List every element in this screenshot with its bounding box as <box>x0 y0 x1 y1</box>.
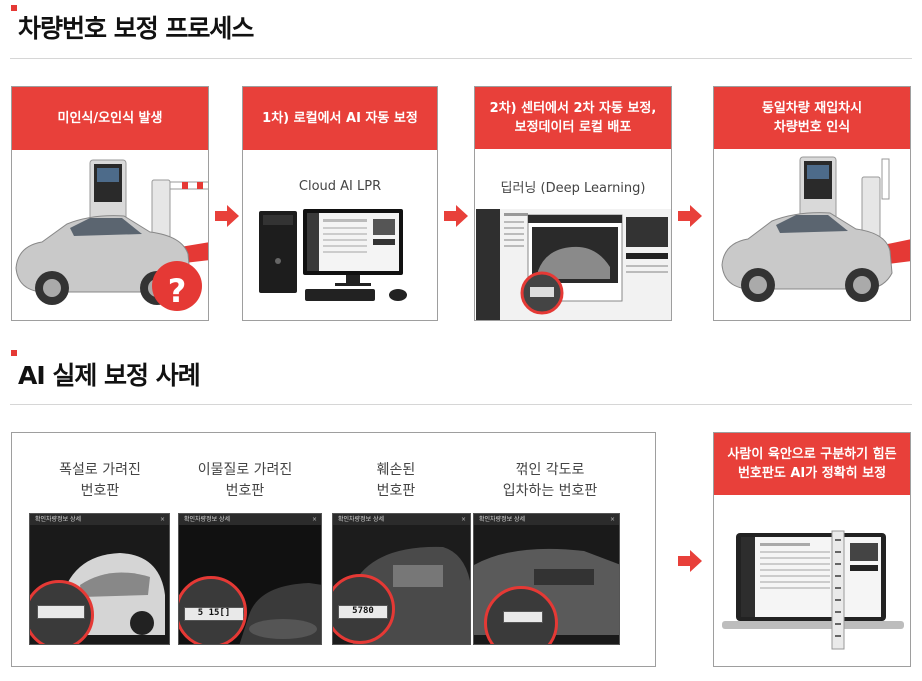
example-label-angle: 꺾인 각도로 입차하는 번호판 <box>475 460 625 502</box>
desktop-computer-illustration <box>259 209 407 301</box>
step-label: 1차) 로컬에서 AI 자동 보정 <box>262 111 418 126</box>
step-label: 2차) 센터에서 2차 자동 보정, <box>489 101 657 116</box>
window-titlebar: 확인차량정보 상세 × <box>179 514 321 525</box>
step-card-1: 미인식/오인식 발생 ? <box>11 86 209 321</box>
section-title-process: 차량번호 보정 프로세스 <box>18 14 254 43</box>
license-plate <box>503 611 543 623</box>
close-icon: × <box>159 516 165 523</box>
example-screenshot-damaged: 확인차량정보 상세 × 5780 <box>332 513 471 645</box>
step-card-4-header: 동일차량 재입차시 차량번호 인식 <box>714 87 910 149</box>
label-line: 번호판 <box>376 483 416 499</box>
laptop-result-illustration <box>722 530 904 650</box>
license-plate: 5780 <box>338 605 388 619</box>
example-label-snow: 폭설로 가려진 번호판 <box>30 460 170 502</box>
result-label: 사람이 육안으로 구분하기 힘든 <box>727 447 897 462</box>
software-screen-illustration <box>476 209 671 320</box>
deep-learning-label: 딥러닝 (Deep Learning) <box>500 181 646 196</box>
window-titlebar: 확인차량정보 상세 × <box>474 514 619 525</box>
car-reentry-illustration <box>721 156 910 302</box>
section-marker <box>11 5 17 11</box>
label-line: 번호판 <box>80 483 120 499</box>
step-label: 보정데이터 로컬 배포 <box>514 120 632 135</box>
arrow-right-icon <box>215 205 239 227</box>
window-title: 확인차량정보 상세 <box>184 516 231 523</box>
step-label: 차량번호 인식 <box>773 120 851 135</box>
parking-gate-car-illustration <box>15 159 208 311</box>
window-titlebar: 확인차량정보 상세 × <box>333 514 470 525</box>
step-card-2: 1차) 로컬에서 AI 자동 보정 Cloud AI LPR <box>242 86 438 321</box>
section-title-cases: AI 실제 보정 사례 <box>18 361 201 390</box>
example-screenshot-debris: 확인차량정보 상세 × 5 15[] <box>178 513 322 645</box>
step-card-3: 2차) 센터에서 2차 자동 보정, 보정데이터 로컬 배포 딥러닝 (Deep… <box>474 86 672 321</box>
section-marker <box>11 350 17 356</box>
close-icon: × <box>609 516 615 523</box>
example-label-debris: 이물질로 가려진 번호판 <box>175 460 315 502</box>
step-card-4: 동일차량 재입차시 차량번호 인식 <box>713 86 911 321</box>
license-plate: 5 15[] <box>184 607 244 621</box>
label-line: 꺾인 각도로 <box>515 462 585 478</box>
close-icon: × <box>460 516 466 523</box>
result-card: 사람이 육안으로 구분하기 힘든 번호판도 AI가 정확히 보정 <box>713 432 911 667</box>
step-card-1-header: 미인식/오인식 발생 <box>12 87 208 150</box>
step-label: 동일차량 재입차시 <box>761 101 863 116</box>
plate-zoom-circle <box>484 586 558 644</box>
label-line: 입차하는 번호판 <box>502 483 598 499</box>
result-card-header: 사람이 육안으로 구분하기 힘든 번호판도 AI가 정확히 보정 <box>714 433 910 495</box>
question-mark-icon: ? <box>167 272 187 310</box>
plate-zoom-circle <box>30 580 94 644</box>
label-line: 번호판 <box>225 483 265 499</box>
arrow-right-icon <box>678 205 702 227</box>
label-line: 훼손된 <box>376 462 416 478</box>
window-title: 확인차량정보 상세 <box>35 516 82 523</box>
label-line: 이물질로 가려진 <box>197 462 293 478</box>
step-label: 미인식/오인식 발생 <box>57 111 163 126</box>
plate-zoom-circle: 5 15[] <box>179 576 247 644</box>
divider <box>10 58 912 59</box>
divider <box>10 404 912 405</box>
close-icon: × <box>311 516 317 523</box>
step-card-2-header: 1차) 로컬에서 AI 자동 보정 <box>243 87 437 150</box>
window-title: 확인차량정보 상세 <box>338 516 385 523</box>
license-plate <box>37 605 85 619</box>
arrow-right-icon <box>444 205 468 227</box>
example-label-damaged: 훼손된 번호판 <box>326 460 466 502</box>
window-title: 확인차량정보 상세 <box>479 516 526 523</box>
example-screenshot-snow: 확인차량정보 상세 × <box>29 513 170 645</box>
cloud-ai-lpr-label: Cloud AI LPR <box>298 179 382 194</box>
result-label: 번호판도 AI가 정확히 보정 <box>737 466 887 481</box>
window-titlebar: 확인차량정보 상세 × <box>30 514 169 525</box>
example-screenshot-angle: 확인차량정보 상세 × <box>473 513 620 645</box>
step-card-3-header: 2차) 센터에서 2차 자동 보정, 보정데이터 로컬 배포 <box>475 87 671 149</box>
arrow-right-icon <box>678 550 702 572</box>
plate-zoom-circle: 5780 <box>333 574 395 644</box>
label-line: 폭설로 가려진 <box>59 462 141 478</box>
